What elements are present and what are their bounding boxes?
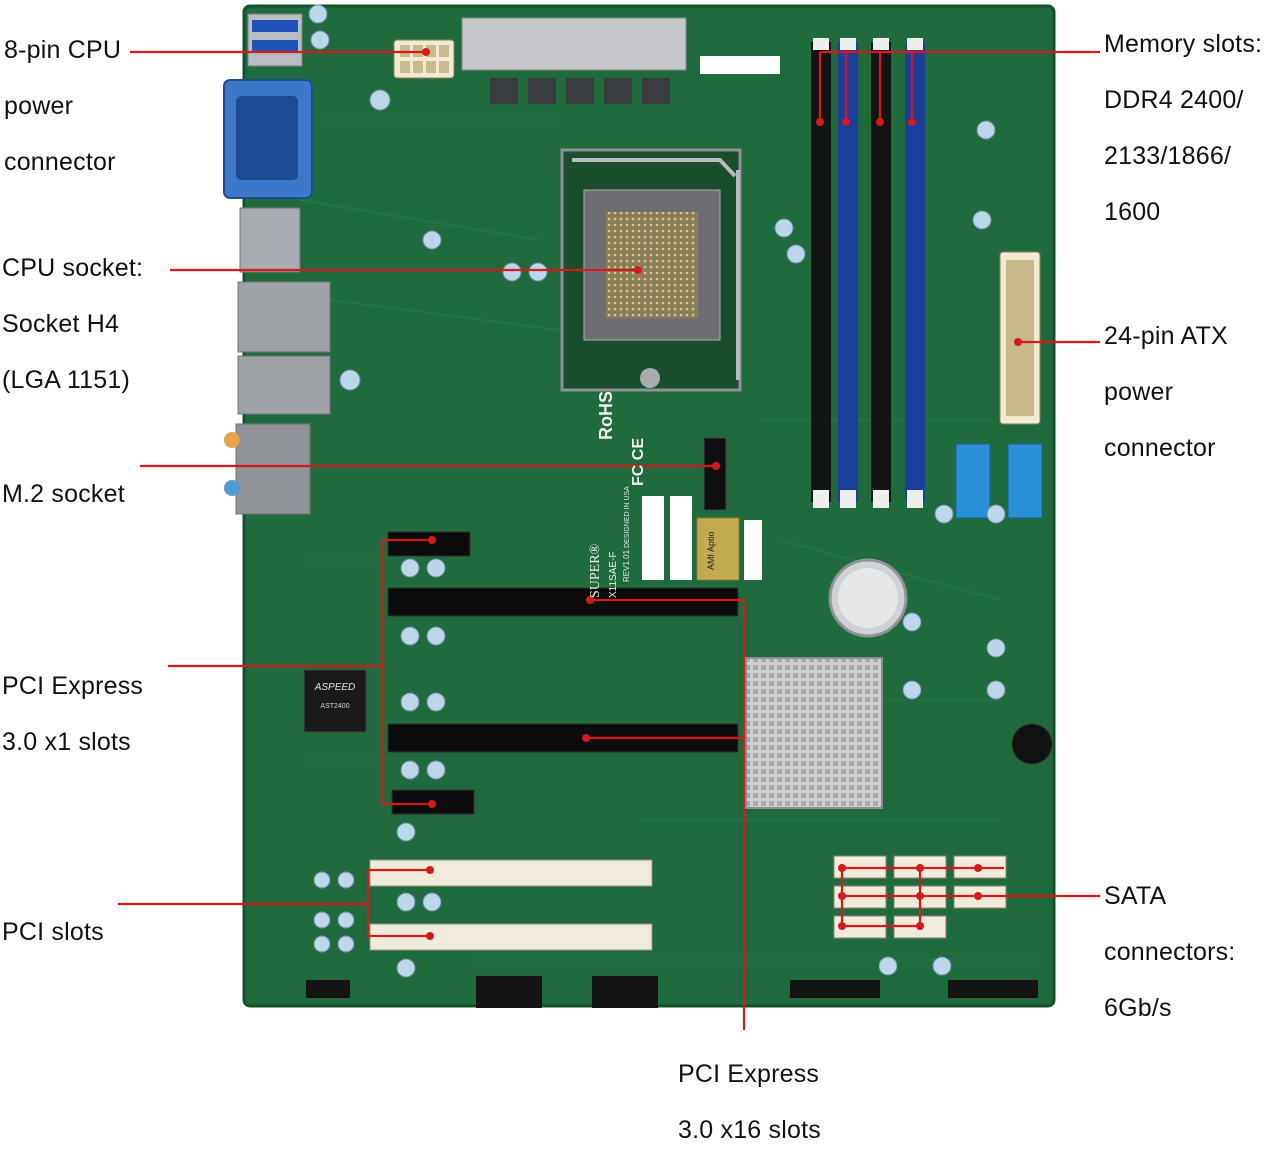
- callout-line: PCI Express: [678, 1060, 820, 1088]
- callout-line: PCI slots: [2, 918, 104, 946]
- callout-pcie-x1: PCI Express 3.0 x1 slots: [2, 644, 143, 784]
- callout-line: CPU socket:: [2, 254, 144, 282]
- vrm-chokes: [490, 78, 670, 104]
- lan-port-1: [239, 207, 301, 273]
- callout-line: Memory slots:: [1104, 30, 1263, 58]
- callout-line: power: [1104, 378, 1174, 406]
- callout-sata: SATA connectors: 6Gb/s: [1104, 854, 1235, 1050]
- callout-cpu-socket: CPU socket: Socket H4 (LGA 1151): [2, 226, 143, 422]
- motherboard-diagram: ASPEED AST2400: [118, 4, 1100, 1030]
- callout-line: 3.0 x16 slots: [678, 1116, 821, 1144]
- callout-line: 1600: [1104, 198, 1161, 226]
- bottom-headers: [306, 976, 1038, 1008]
- callout-line: connectors:: [1104, 938, 1236, 966]
- pcie-x1-slot-top: [387, 531, 471, 557]
- callout-atx-power: 24-pin ATX power connector: [1104, 294, 1228, 490]
- pci-slot-top: [369, 859, 653, 887]
- board-markings: [642, 56, 780, 581]
- leader-dots: [422, 48, 1022, 940]
- callout-pci: PCI slots: [2, 890, 104, 974]
- callout-line: Socket H4: [2, 310, 120, 338]
- cmos-battery: [828, 558, 908, 638]
- callout-line: (LGA 1151): [2, 366, 131, 394]
- leader-pcie-x1: [168, 538, 432, 806]
- pcie-x1-slot-bottom: [391, 789, 475, 815]
- svg-text:ASPEED: ASPEED: [314, 682, 356, 693]
- usb3-header-2: [1007, 443, 1043, 519]
- callout-line: SATA: [1104, 882, 1167, 910]
- pch-heatsink: [745, 657, 883, 809]
- rear-io: [223, 13, 331, 515]
- leader-pcie-x16: [586, 598, 746, 1030]
- callout-line: 3.0 x1 slots: [2, 728, 131, 756]
- callout-line: 6Gb/s: [1104, 994, 1172, 1022]
- callout-line: M.2 socket: [2, 480, 125, 508]
- memory-slots: [811, 38, 925, 508]
- atx-power-connector: [999, 251, 1041, 425]
- svg-text:AST2400: AST2400: [320, 703, 349, 710]
- cpu-power-connector: [393, 39, 455, 79]
- pcie-x16-slot-top: [387, 587, 739, 617]
- callout-line: connector: [4, 148, 116, 176]
- audio-ports: [235, 423, 311, 515]
- callout-m2: M.2 socket: [2, 452, 125, 536]
- capacitors: [308, 4, 1006, 978]
- lan-port-2: [237, 281, 331, 353]
- usb3-header-1: [955, 443, 991, 519]
- leader-memory: [818, 50, 1100, 122]
- callout-pcie-x16: PCI Express 3.0 x16 slots: [678, 1032, 821, 1172]
- m2-socket: [703, 437, 727, 511]
- callout-line: DDR4 2400/: [1104, 86, 1244, 114]
- callout-line: PCI Express: [2, 672, 144, 700]
- cpu-socket: [560, 148, 742, 392]
- lan-port-3: [237, 355, 331, 415]
- callout-line: connector: [1104, 434, 1216, 462]
- vrm-heatsink: [461, 17, 687, 71]
- callout-cpu-power: 8-pin CPU power connector: [4, 8, 121, 204]
- leader-lines: [118, 50, 1100, 1030]
- aspeed-bmc-chip: ASPEED AST2400: [303, 669, 367, 733]
- callout-line: power: [4, 92, 74, 120]
- leader-pci: [118, 868, 430, 938]
- callout-line: 2133/1866/: [1104, 142, 1232, 170]
- callout-line: 24-pin ATX: [1104, 322, 1228, 350]
- buzzer: [1011, 723, 1053, 765]
- callout-line: 8-pin CPU: [4, 36, 122, 64]
- callout-memory: Memory slots: DDR4 2400/ 2133/1866/ 1600: [1104, 2, 1262, 254]
